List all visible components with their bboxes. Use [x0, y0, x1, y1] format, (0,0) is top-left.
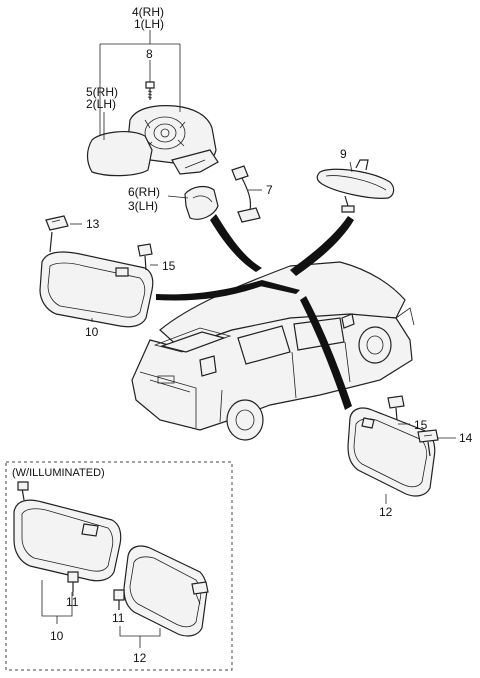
label-11-left: 11 — [66, 595, 79, 609]
label-3lh: 3(LH) — [128, 199, 158, 213]
sun-visor-rh — [347, 407, 436, 497]
illuminated-heading: (W/ILLUMINATED) — [12, 467, 105, 479]
inside-rearview-mirror — [316, 159, 395, 213]
mirror-cover — [184, 185, 219, 220]
visor-lamp-11-right — [113, 589, 125, 610]
label-9: 9 — [340, 147, 347, 161]
label-14: 14 — [459, 431, 473, 445]
label-1lh: 1(LH) — [134, 17, 164, 31]
label-7: 7 — [266, 183, 273, 197]
illuminated-option-box — [5, 461, 233, 671]
leader-lines — [41, 30, 456, 648]
label-10-lower: 10 — [50, 629, 64, 643]
label-5rh: 5(RH) — [86, 85, 118, 99]
label-12-lower: 12 — [133, 651, 147, 665]
label-15-right: 15 — [414, 418, 428, 432]
illuminated-visor-lh — [13, 481, 122, 582]
illuminated-visor-rh — [123, 545, 209, 637]
label-15-left: 15 — [162, 259, 176, 273]
label-2lh: 2(LH) — [86, 97, 116, 111]
visor-holder-13 — [45, 215, 69, 231]
label-13: 13 — [86, 217, 100, 231]
label-4rh: 4(RH) — [132, 5, 164, 19]
mirror-glass — [86, 131, 153, 177]
pointer-swooshes — [156, 214, 354, 410]
label-8: 8 — [146, 47, 153, 61]
visor-holder-14 — [417, 429, 439, 457]
visor-clip-15-left — [137, 243, 153, 271]
label-12-right: 12 — [379, 505, 393, 519]
label-11-right: 11 — [112, 611, 125, 625]
mirror-harness-7 — [231, 165, 261, 223]
sun-visor-lh — [39, 231, 154, 328]
visor-lamp-11-left — [67, 571, 79, 592]
label-10-upper: 10 — [85, 325, 99, 339]
visor-clip-15-right — [387, 395, 405, 421]
label-6rh: 6(RH) — [128, 185, 160, 199]
screw-8 — [145, 81, 155, 100]
